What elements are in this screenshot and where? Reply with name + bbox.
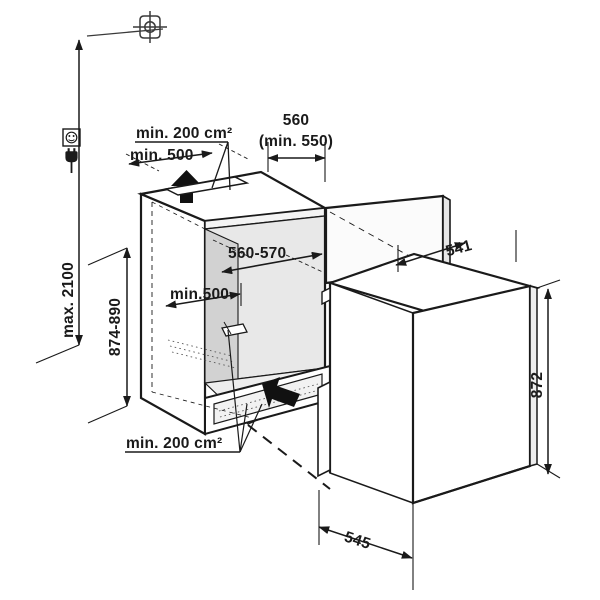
appliance-depth-label: 541 xyxy=(444,237,474,260)
top-vent-cutout xyxy=(163,176,250,196)
niche-width-min-label: (min. 550) xyxy=(259,133,333,150)
vent-top-leader-a xyxy=(227,141,231,191)
niche-depth-label: 560-570 xyxy=(228,245,286,262)
vent-bottom-leader-c xyxy=(239,403,248,453)
floor-vent-flap-edge xyxy=(223,321,232,335)
vent-bottom-label: min. 200 cm² xyxy=(126,435,222,452)
niche-hidden-edge-top-left xyxy=(151,201,206,230)
appliance-height-ext-top xyxy=(536,279,561,289)
niche-hidden-edge-floor-left xyxy=(151,391,253,419)
niche-depth-ext-left xyxy=(212,239,253,259)
door-swing-dashed-line xyxy=(247,424,331,490)
appliance-height-label: 872 xyxy=(529,372,546,398)
door-clearance-mid-label: min.500 xyxy=(170,286,229,303)
target-leader-line xyxy=(86,28,164,37)
door-clearance-top-ext-left xyxy=(125,153,160,172)
niche-left-side-panel xyxy=(139,192,207,436)
vent-top-leader-b xyxy=(211,141,229,189)
appliance-bottom-edge xyxy=(412,464,531,505)
air-inlet-arrow-icon xyxy=(262,377,300,408)
appliance-height-ext-bottom xyxy=(536,463,561,479)
vent-top-label: min. 200 cm² xyxy=(136,125,232,142)
door-clearance-top-dimension-line xyxy=(128,150,213,167)
appliance-left-face xyxy=(329,281,414,505)
power-socket-icon xyxy=(62,128,81,147)
max-height-lower-extension xyxy=(35,344,80,364)
niche-floor-hatch xyxy=(167,339,237,369)
appliance-door-panel-edge xyxy=(442,194,451,274)
appliance-width-dimension-line xyxy=(318,526,413,559)
niche-height-label: 874-890 xyxy=(107,298,124,356)
door-clearance-top-ext-right xyxy=(218,143,251,161)
niche-width-label: 560 xyxy=(283,112,309,129)
niche-depth-dimension-line xyxy=(221,251,323,275)
max-height-label: max. 2100 xyxy=(60,262,77,338)
appliance-hinge-step-bottom xyxy=(317,380,331,478)
door-clearance-mid-dimension-line xyxy=(165,291,241,309)
appliance-depth-dimension-line xyxy=(395,242,466,266)
vent-bottom-leader-a xyxy=(227,329,241,453)
appliance-hinge-step-top xyxy=(321,286,331,306)
niche-height-lower-extension xyxy=(87,405,128,424)
door-clearance-top-label: min. 500 xyxy=(130,147,194,164)
crosshair-target-icon xyxy=(133,11,167,43)
niche-height-upper-extension xyxy=(87,247,128,266)
power-plug-icon xyxy=(65,148,78,173)
